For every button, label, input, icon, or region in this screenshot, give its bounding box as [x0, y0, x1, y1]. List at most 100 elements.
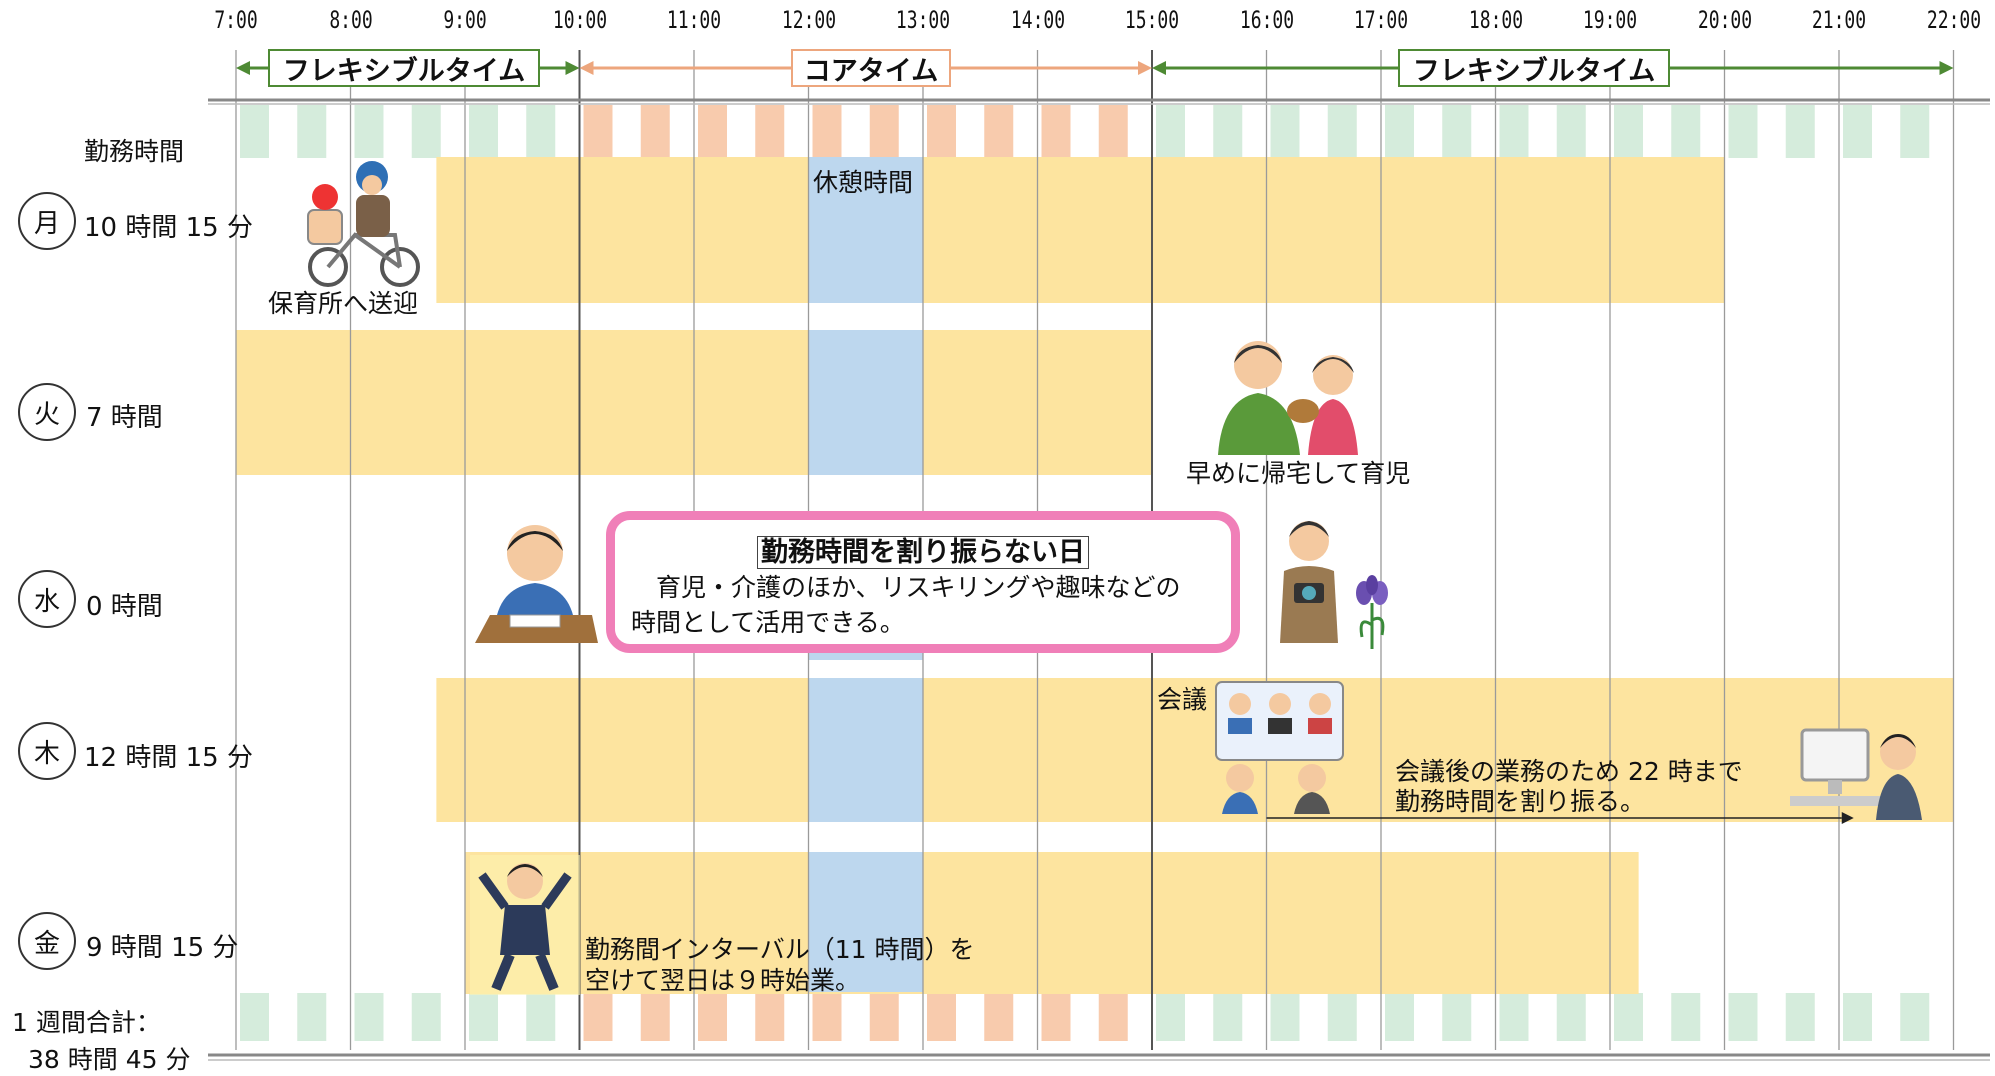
band-stripe — [1385, 105, 1414, 158]
hour-label: 11:00 — [666, 6, 722, 34]
band-stripe — [1213, 105, 1243, 158]
band-stripe — [1556, 993, 1586, 1041]
callout-line1: 育児・介護のほか、リスキリングや趣味などの — [631, 573, 1181, 602]
hour-label: 16:00 — [1239, 6, 1294, 34]
flexible-time-evening-label: フレキシブルタイム — [1398, 49, 1670, 87]
hour-label: 22:00 — [1926, 6, 1981, 34]
band-stripe — [927, 105, 956, 158]
band-stripe — [1556, 105, 1586, 158]
band-stripe — [812, 105, 842, 158]
weekly-total-label: 1 週間合計： — [12, 1008, 161, 1037]
hour-label: 7:00 — [214, 6, 258, 34]
band-stripe — [984, 993, 1014, 1041]
break-gap — [808, 660, 923, 678]
work-bar-0 — [436, 157, 1725, 303]
note-mon: 保育所へ送迎 — [268, 289, 419, 318]
band-stripe — [1385, 993, 1414, 1041]
happy-businessman-icon — [470, 855, 580, 995]
flex-arrow-morning-head-right — [565, 61, 580, 75]
band-stripe — [1041, 993, 1071, 1041]
iris-flower-icon — [1356, 575, 1388, 649]
day-mon: 月 — [18, 192, 76, 250]
no-work-day-callout: 勤務時間を割り振らない日 育児・介護のほか、リスキリングや趣味などの 時間として… — [606, 511, 1240, 653]
work-bar-4 — [465, 852, 1639, 994]
break-time-label: 休憩時間 — [813, 168, 914, 197]
flexible-time-morning-label: フレキシブルタイム — [268, 49, 540, 87]
band-stripe — [1499, 993, 1529, 1041]
band-stripe — [1900, 105, 1930, 158]
band-stripe — [1728, 993, 1758, 1041]
hour-label: 13:00 — [895, 6, 951, 34]
band-stripe — [411, 105, 441, 158]
day-mon-hours: 10 時間 15 分 — [84, 213, 253, 243]
band-stripe — [1442, 993, 1472, 1041]
day-tue: 火 — [18, 383, 76, 441]
work-bar-3 — [436, 678, 1954, 822]
band-stripe — [1270, 993, 1300, 1041]
band-stripe — [469, 105, 498, 158]
day-wed-hours: 0 時間 — [86, 592, 163, 622]
hour-label: 18:00 — [1468, 6, 1523, 34]
band-stripe — [869, 105, 899, 158]
band-stripe — [1843, 993, 1872, 1041]
hour-label: 14:00 — [1010, 6, 1065, 34]
break-gap — [808, 303, 923, 330]
weekly-total-value: 38 時間 45 分 — [28, 1045, 191, 1074]
band-stripe — [1671, 993, 1701, 1041]
band-stripe — [640, 993, 670, 1041]
band-stripe — [583, 993, 613, 1041]
band-stripe — [1098, 105, 1128, 158]
band-stripe — [1041, 105, 1071, 158]
thu-arrow-head — [1841, 812, 1854, 824]
band-stripe — [1327, 993, 1357, 1041]
note-fri-line2: 空けて翌日は９時始業。 — [585, 966, 861, 995]
work-bars — [236, 157, 1954, 994]
band-stripe — [1728, 105, 1758, 158]
hour-label: 12:00 — [781, 6, 836, 34]
photographer-icon — [1280, 521, 1338, 643]
band-stripe — [1442, 105, 1472, 158]
day-thu: 木 — [18, 722, 76, 780]
student-study-icon — [475, 525, 598, 643]
band-stripe — [698, 105, 727, 158]
band-stripe — [1270, 105, 1300, 158]
hour-label: 21:00 — [1811, 6, 1867, 34]
band-stripe — [869, 993, 899, 1041]
horizontal-rules — [208, 98, 1990, 1061]
break-gap — [808, 822, 923, 852]
flex-arrow-evening-head-left — [1152, 61, 1166, 75]
band-stripe — [469, 993, 498, 1041]
band-stripe — [526, 993, 556, 1041]
callout-line2: 時間として活用できる。 — [631, 608, 905, 637]
note-thu-meeting: 会議 — [1157, 685, 1208, 714]
band-stripe — [1156, 105, 1185, 158]
flex-arrow-morning-head-left — [236, 61, 250, 75]
band-stripe — [411, 993, 441, 1041]
video-meeting-icon — [1215, 681, 1344, 814]
band-stripes — [240, 105, 1930, 1041]
note-tue: 早めに帰宅して育児 — [1186, 459, 1411, 488]
day-tue-hours: 7 時間 — [86, 403, 163, 433]
band-stripe — [354, 105, 384, 158]
flex-arrow-evening-head-right — [1939, 61, 1954, 75]
band-stripe — [583, 105, 613, 158]
hour-label: 19:00 — [1582, 6, 1638, 34]
callout-title: 勤務時間を割り振らない日 — [631, 530, 1215, 569]
hour-label: 10:00 — [552, 6, 607, 34]
father-child-icon — [1218, 341, 1358, 455]
day-fri: 金 — [18, 912, 76, 970]
band-stripe — [812, 993, 842, 1041]
core-time-label: コアタイム — [791, 49, 951, 87]
note-thu-line1: 会議後の業務のため 22 時まで — [1395, 757, 1743, 786]
band-stripe — [1327, 105, 1357, 158]
band-stripe — [1785, 993, 1815, 1041]
band-stripe — [297, 993, 327, 1041]
band-stripe — [755, 993, 785, 1041]
work-hours-label: 勤務時間 — [84, 137, 185, 166]
band-stripe — [354, 993, 384, 1041]
band-stripe — [1614, 993, 1643, 1041]
note-thu-line2: 勤務時間を割り振る。 — [1395, 787, 1646, 816]
band-stripe — [1671, 105, 1701, 158]
